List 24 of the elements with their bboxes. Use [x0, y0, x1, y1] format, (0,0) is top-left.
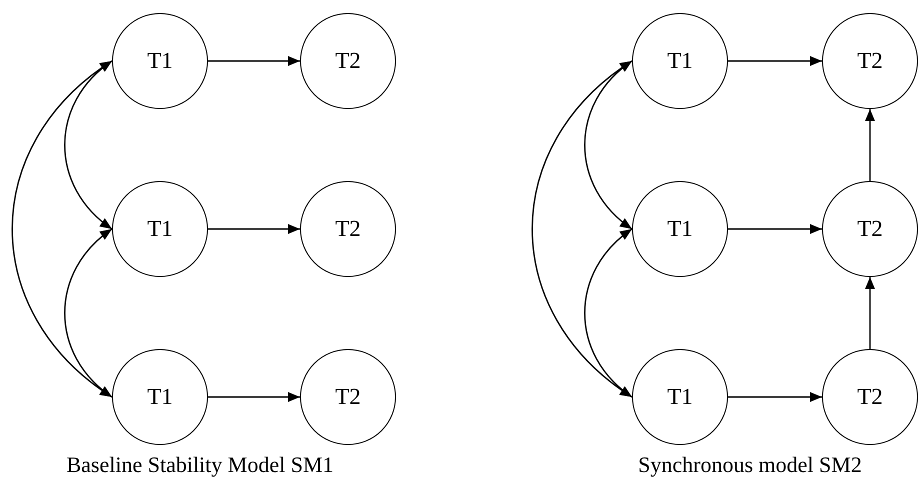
node-label: T1 — [147, 384, 173, 410]
node-label: T1 — [667, 216, 693, 242]
node-label: T2 — [857, 384, 883, 410]
node-label: T2 — [335, 384, 361, 410]
arrow — [208, 392, 300, 402]
diagram-caption: Synchronous model SM2 — [638, 452, 862, 478]
arrow — [12, 60, 112, 398]
node-label: T1 — [667, 48, 693, 74]
node-label: T1 — [147, 48, 173, 74]
arrow — [728, 224, 822, 234]
node-label: T2 — [335, 216, 361, 242]
arrow — [208, 224, 300, 234]
node-label: T2 — [857, 216, 883, 242]
arrow — [865, 109, 875, 181]
arrow — [865, 277, 875, 349]
node-label: T1 — [147, 216, 173, 242]
arrow — [208, 56, 300, 66]
arrow — [728, 56, 822, 66]
node-label: T2 — [857, 48, 883, 74]
arrow — [728, 392, 822, 402]
arrow — [532, 60, 632, 398]
diagram-caption: Baseline Stability Model SM1 — [66, 452, 334, 478]
node-label: T1 — [667, 384, 693, 410]
node-label: T2 — [335, 48, 361, 74]
